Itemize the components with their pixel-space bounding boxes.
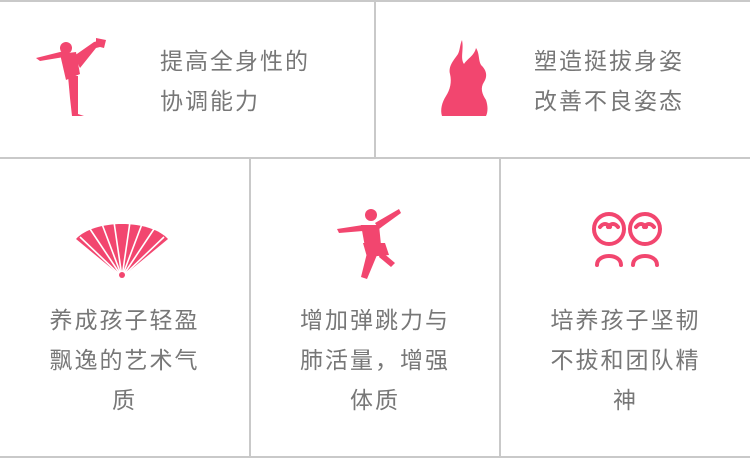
feature-card-teamwork: 培养孩子坚韧 不拔和团队精 神	[501, 159, 750, 458]
jumping-dancer-icon	[337, 207, 403, 283]
feature-line: 神	[613, 388, 638, 414]
feature-line: 提高全身性的	[160, 49, 310, 75]
feature-line: 不拔和团队精	[550, 348, 701, 374]
feature-line: 飘逸的艺术气	[49, 348, 200, 374]
sad-faces-icon	[591, 211, 665, 267]
body-silhouette-icon	[440, 40, 490, 116]
feature-line: 培养孩子坚韧	[550, 308, 701, 334]
feature-text-coordination: 提高全身性的 协调能力	[160, 42, 310, 122]
feature-text-fitness: 增加弹跳力与 肺活量，增强 体质	[251, 301, 499, 421]
feature-card-fitness: 增加弹跳力与 肺活量，增强 体质	[251, 159, 501, 458]
feature-line: 塑造挺拔身姿	[534, 49, 684, 75]
feature-line: 协调能力	[160, 89, 260, 115]
feature-line: 改善不良姿态	[534, 89, 684, 115]
feature-text-artistic: 养成孩子轻盈 飘逸的艺术气 质	[0, 301, 249, 421]
feature-line: 养成孩子轻盈	[49, 308, 200, 334]
feature-line: 肺活量，增强	[300, 348, 450, 374]
feature-text-teamwork: 培养孩子坚韧 不拔和团队精 神	[501, 301, 750, 421]
feature-line: 增加弹跳力与	[300, 308, 450, 334]
feature-text-posture: 塑造挺拔身姿 改善不良姿态	[534, 42, 684, 122]
feature-card-artistic: 养成孩子轻盈 飘逸的艺术气 质	[0, 159, 251, 458]
folding-fan-icon	[74, 217, 170, 279]
feature-card-coordination: 提高全身性的 协调能力	[0, 0, 376, 159]
feature-line: 质	[112, 388, 137, 414]
feature-card-posture: 塑造挺拔身姿 改善不良姿态	[376, 0, 750, 159]
yoga-pose-icon	[36, 38, 108, 116]
feature-line: 体质	[350, 388, 400, 414]
